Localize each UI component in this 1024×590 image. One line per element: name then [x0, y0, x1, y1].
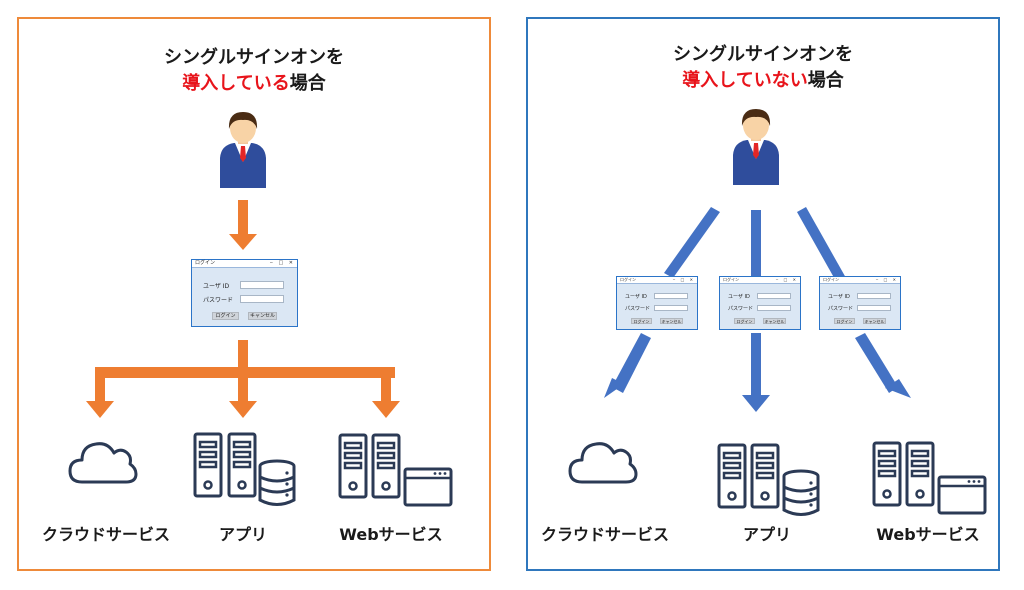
database-icon	[258, 459, 296, 506]
server-icon	[371, 433, 401, 499]
panel-title: シングルサインオンを 導入している場合	[19, 45, 489, 97]
login-dialog: ログイン ‒ □ ✕ ユーザ ID パスワード ログイン キャンセル	[191, 259, 298, 327]
user-id-field[interactable]	[757, 293, 791, 299]
user-id-label: ユーザ ID	[625, 294, 647, 300]
dialog-title: ログイン	[620, 277, 636, 282]
login-button[interactable]: ログイン	[734, 318, 755, 324]
title-line-2: 導入している場合	[19, 71, 489, 97]
dialog-title: ログイン	[195, 260, 216, 266]
cancel-button[interactable]: キャンセル	[763, 318, 786, 324]
database-icon	[782, 469, 820, 516]
window-controls-icon[interactable]: ‒ □ ✕	[775, 277, 798, 282]
login-dialog: ログイン ‒ □ ✕ ユーザ ID パスワード ログイン キャンセル	[719, 276, 801, 330]
title-tail: 場合	[289, 73, 326, 94]
server-icon	[905, 441, 935, 507]
server-icon	[717, 443, 747, 509]
title-tail: 場合	[807, 70, 844, 91]
cancel-button[interactable]: キャンセル	[660, 318, 683, 324]
panel-title: シングルサインオンを 導入していない場合	[528, 42, 998, 94]
app-label: アプリ	[218, 525, 267, 544]
title-highlight: 導入している	[182, 73, 290, 94]
app-label: アプリ	[742, 525, 791, 544]
user-id-field[interactable]	[857, 293, 891, 299]
dialog-title: ログイン	[723, 277, 739, 282]
cloud-service-label: クラウドサービス	[540, 525, 669, 544]
title-line-1: シングルサインオンを	[164, 47, 344, 68]
window-controls-icon[interactable]: ‒ □ ✕	[269, 260, 295, 266]
login-button[interactable]: ログイン	[631, 318, 652, 324]
user-id-label: ユーザ ID	[728, 294, 750, 300]
dialog-title: ログイン	[823, 277, 839, 282]
login-dialog: ログイン ‒ □ ✕ ユーザ ID パスワード ログイン キャンセル	[819, 276, 901, 330]
password-field[interactable]	[654, 305, 688, 311]
web-service-label: Webサービス	[876, 525, 980, 544]
login-dialog: ログイン ‒ □ ✕ ユーザ ID パスワード ログイン キャンセル	[616, 276, 698, 330]
server-icon	[338, 433, 368, 499]
user-id-field[interactable]	[654, 293, 688, 299]
sso-arrows	[86, 200, 400, 418]
password-label: パスワード	[203, 297, 234, 304]
title-highlight: 導入していない	[682, 70, 808, 91]
server-icon	[750, 443, 780, 509]
browser-window-icon	[937, 475, 987, 515]
password-field[interactable]	[757, 305, 791, 311]
web-service-label: Webサービス	[339, 525, 443, 544]
login-button[interactable]: ログイン	[212, 312, 239, 320]
server-icon	[193, 432, 223, 498]
password-field[interactable]	[240, 295, 284, 303]
title-line-1: シングルサインオンを	[673, 44, 853, 65]
window-controls-icon[interactable]: ‒ □ ✕	[875, 277, 898, 282]
window-controls-icon[interactable]: ‒ □ ✕	[672, 277, 695, 282]
cancel-button[interactable]: キャンセル	[248, 312, 277, 320]
browser-window-icon	[403, 467, 453, 507]
password-label: パスワード	[728, 306, 754, 312]
login-button[interactable]: ログイン	[834, 318, 855, 324]
password-field[interactable]	[857, 305, 891, 311]
user-icon	[220, 112, 266, 188]
password-label: パスワード	[828, 306, 854, 312]
server-icon	[227, 432, 257, 498]
non-sso-arrows	[604, 207, 911, 412]
user-icon	[733, 109, 779, 185]
cloud-icon	[68, 442, 138, 484]
cancel-button[interactable]: キャンセル	[863, 318, 886, 324]
user-id-field[interactable]	[240, 281, 284, 289]
cloud-service-label: クラウドサービス	[41, 525, 170, 544]
title-line-2: 導入していない場合	[528, 68, 998, 94]
server-icon	[872, 441, 902, 507]
user-id-label: ユーザ ID	[828, 294, 850, 300]
password-label: パスワード	[625, 306, 651, 312]
user-id-label: ユーザ ID	[203, 283, 230, 290]
cloud-icon	[568, 442, 638, 484]
